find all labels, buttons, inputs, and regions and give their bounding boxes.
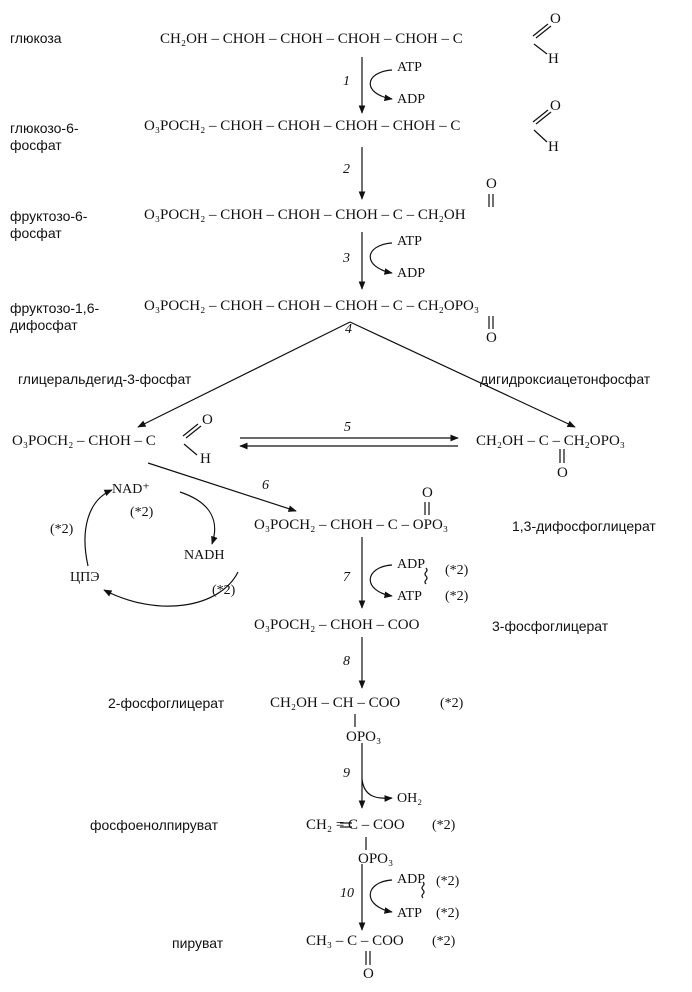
step7-atp-factor: (*2) bbox=[445, 589, 469, 604]
dhap-name: дигидроксиацетонфосфат bbox=[480, 371, 651, 387]
f6p-formula: O₃POCH₂ – CHOH – CHOH – CHOH – C – CH₂OH bbox=[144, 207, 466, 223]
f16bp-name-line2: дифосфат bbox=[10, 317, 78, 333]
step9-cofactor-arc bbox=[361, 778, 393, 802]
pyruvate-factor: (*2) bbox=[432, 934, 456, 949]
step2-number: 2 bbox=[343, 162, 350, 177]
g6p-ch-bond bbox=[533, 129, 548, 143]
pg2-formula: CH₂OH – CH – COO bbox=[270, 695, 401, 711]
cycle-arc-nad-nadh bbox=[179, 491, 218, 545]
cycle-nad: NAD⁺ bbox=[112, 482, 150, 497]
glucose-co-bond bbox=[532, 23, 549, 37]
pyruvate-name: пируват bbox=[172, 935, 224, 951]
f16bp-name-line1: фруктозо-1,6- bbox=[10, 300, 100, 316]
g6p-name-line2: фосфат bbox=[10, 137, 62, 153]
step4-number: 4 bbox=[345, 322, 352, 337]
cycle-cpe-factor: (*2) bbox=[50, 522, 74, 537]
f6p-name-line1: фруктозо-6- bbox=[10, 208, 88, 224]
step1-adp: ADP bbox=[397, 92, 426, 107]
step3-adp: ADP bbox=[397, 266, 426, 281]
step10-atp: ATP bbox=[397, 906, 422, 921]
pg2-substituent: OPO₃ bbox=[346, 729, 382, 745]
step3-cofactor-arc bbox=[369, 242, 393, 275]
gap-co-bond bbox=[182, 423, 199, 437]
dhap-formula: CH₂OH – C – CH₂OPO₃ bbox=[476, 433, 626, 449]
bpg-formula: O₃POCH₂ – CHOH – C – OPO₃ bbox=[254, 517, 449, 533]
pep-formula: CH₂ = C – COO bbox=[306, 817, 405, 833]
f16bp-carbonyl-o: O bbox=[486, 330, 497, 346]
step4-arrow-left bbox=[137, 321, 351, 428]
gap-aldehyde-h: H bbox=[200, 451, 211, 467]
step4-arrow-right bbox=[349, 321, 576, 428]
g6p-co-bond bbox=[532, 109, 549, 123]
step7-atp: ATP bbox=[397, 589, 422, 604]
bpg-name: 1,3-дифосфоглицерат bbox=[512, 518, 656, 534]
step10-squiggle bbox=[421, 881, 425, 899]
cycle-cpe: ЦПЭ bbox=[70, 570, 100, 585]
step8-number: 8 bbox=[343, 654, 350, 669]
gap-formula: O₃POCH₂ – CHOH – C bbox=[12, 433, 156, 449]
pyruvate-carbonyl-o: O bbox=[363, 966, 374, 982]
step10-adp-factor: (*2) bbox=[436, 874, 460, 889]
cycle-arc-nadh-cpe bbox=[103, 571, 239, 607]
step1-atp: ATP bbox=[397, 60, 422, 75]
step10-cofactor-arc bbox=[369, 879, 393, 914]
step1-cofactor-arc bbox=[369, 69, 393, 102]
step10-atp-factor: (*2) bbox=[436, 906, 460, 921]
pg2-factor: (*2) bbox=[440, 696, 464, 711]
step5-number: 5 bbox=[344, 420, 351, 435]
pep-factor: (*2) bbox=[432, 818, 456, 833]
pep-name: фосфоенолпируват bbox=[90, 817, 218, 833]
step6-arrow bbox=[147, 462, 297, 512]
glucose-ch-bond bbox=[533, 43, 548, 55]
dhap-carbonyl-o: O bbox=[557, 465, 568, 481]
pg3-name: 3-фосфоглицерат bbox=[492, 618, 609, 634]
step7-number: 7 bbox=[343, 570, 350, 585]
step6-number: 6 bbox=[262, 478, 269, 493]
gap-carbonyl-o: O bbox=[202, 412, 213, 428]
step9-number: 9 bbox=[343, 766, 350, 781]
gap-ch-bond bbox=[183, 443, 198, 456]
glucose-name: глюкоза bbox=[10, 30, 62, 46]
g6p-formula: O₃POCH₂ – CHOH – CHOH – CHOH – CHOH – C bbox=[144, 118, 461, 134]
f6p-carbonyl-o: O bbox=[486, 176, 497, 192]
step10-number: 10 bbox=[340, 886, 354, 901]
step7-adp-factor: (*2) bbox=[445, 563, 469, 578]
g6p-carbonyl-o: O bbox=[550, 98, 561, 114]
step7-adp: ADP bbox=[397, 557, 426, 572]
pg2-name: 2-фосфоглицерат bbox=[108, 695, 225, 711]
f6p-name-line2: фосфат bbox=[10, 225, 62, 241]
step9-water: OH₂ bbox=[397, 791, 423, 806]
pg3-formula: O₃POCH₂ – CHOH – COO bbox=[254, 617, 420, 633]
step10-adp: ADP bbox=[397, 872, 426, 887]
pep-substituent: OPO₃ bbox=[358, 851, 394, 867]
cycle-nadh-factor: (*2) bbox=[212, 583, 236, 598]
cycle-arc-cpe-nad bbox=[84, 489, 113, 567]
step7-squiggle bbox=[424, 567, 428, 585]
g6p-aldehyde-h: H bbox=[548, 139, 559, 155]
f16bp-formula: O₃POCH₂ – CHOH – CHOH – CHOH – C – CH₂OP… bbox=[144, 298, 480, 314]
pyruvate-formula: CH₃ – C – COO bbox=[306, 933, 404, 949]
step3-atp: ATP bbox=[397, 234, 422, 249]
glucose-carbonyl-o: O bbox=[550, 11, 561, 27]
glucose-formula: CH₂OH – CHOH – CHOH – CHOH – CHOH – C bbox=[160, 31, 463, 47]
step3-number: 3 bbox=[343, 251, 350, 266]
cycle-nad-factor: (*2) bbox=[130, 505, 154, 520]
g6p-name-line1: глюкозо-6- bbox=[10, 120, 79, 136]
bpg-carbonyl-o: O bbox=[422, 485, 433, 501]
step1-number: 1 bbox=[343, 74, 350, 89]
gap-name: глицеральдегид-3-фосфат bbox=[18, 371, 192, 387]
glucose-aldehyde-h: H bbox=[548, 51, 559, 67]
step7-cofactor-arc bbox=[369, 564, 393, 599]
cycle-nadh: NADH bbox=[184, 548, 225, 563]
